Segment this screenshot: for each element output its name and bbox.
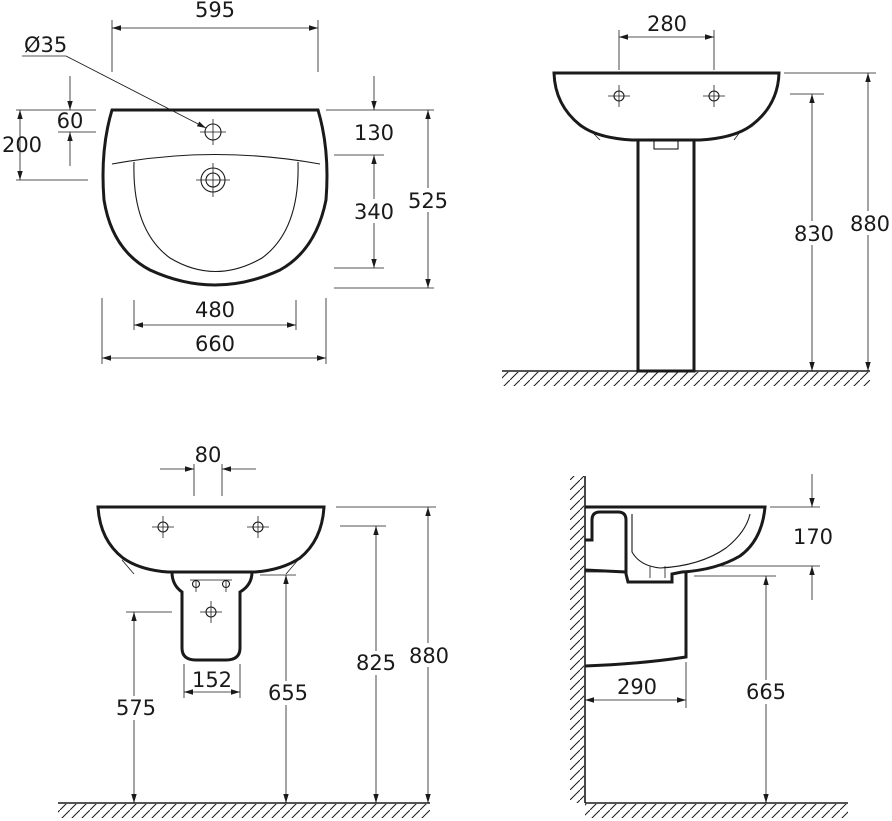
dim-label-880-semi: 880 xyxy=(409,644,449,668)
dim-label-290: 290 xyxy=(617,675,657,699)
semi-pedestal-side-view: 170 290 665 xyxy=(570,474,848,818)
pedestal-basin-outline xyxy=(552,71,781,142)
wall-hatch xyxy=(570,476,584,803)
dim-label-660: 660 xyxy=(195,332,235,356)
dim-label-880-pedestal: 880 xyxy=(850,212,890,236)
waste-outlet xyxy=(653,139,679,150)
dim-label-60: 60 xyxy=(57,109,84,133)
dim-label-575: 575 xyxy=(116,696,156,720)
basin-bowl-inner xyxy=(133,161,299,272)
basin-plan-view: 595 Ø35 60 200 130 340 525 480 xyxy=(2,0,450,364)
dim-label-595: 595 xyxy=(195,0,235,22)
dim-label-480: 480 xyxy=(195,298,235,322)
dim-label-280: 280 xyxy=(647,12,687,36)
semi-basin-outline xyxy=(96,505,326,574)
dim-label-525: 525 xyxy=(408,189,448,213)
semi-pedestal-front-view: 80 152 575 655 825 880 xyxy=(58,443,450,818)
semi-floor-hatch xyxy=(58,804,430,818)
dim-label-340: 340 xyxy=(354,200,394,224)
pedestal-front-view: 280 830 880 xyxy=(502,12,892,386)
dim-label-665: 665 xyxy=(746,680,786,704)
dim-label-200: 200 xyxy=(2,133,42,157)
pedestal-column xyxy=(636,140,696,373)
dim-label-152: 152 xyxy=(192,668,232,692)
dim-label-830: 830 xyxy=(794,222,834,246)
leader-d35 xyxy=(65,55,207,129)
basin-outer-outline xyxy=(101,108,329,287)
dim-label-80: 80 xyxy=(195,443,222,467)
side-shroud xyxy=(584,568,688,668)
semi-pedestal-shroud xyxy=(170,571,254,662)
dim-label-825: 825 xyxy=(356,651,396,675)
dim-label-130: 130 xyxy=(354,121,394,145)
floor-hatch xyxy=(502,372,870,386)
dim-label-655: 655 xyxy=(268,681,308,705)
dim-label-170: 170 xyxy=(793,525,833,549)
dim-label-d35: Ø35 xyxy=(24,33,67,57)
side-basin-profile xyxy=(585,505,767,584)
side-basin-bowl xyxy=(631,513,751,569)
side-floor-hatch xyxy=(585,804,848,818)
basin-rim-line xyxy=(111,153,321,165)
